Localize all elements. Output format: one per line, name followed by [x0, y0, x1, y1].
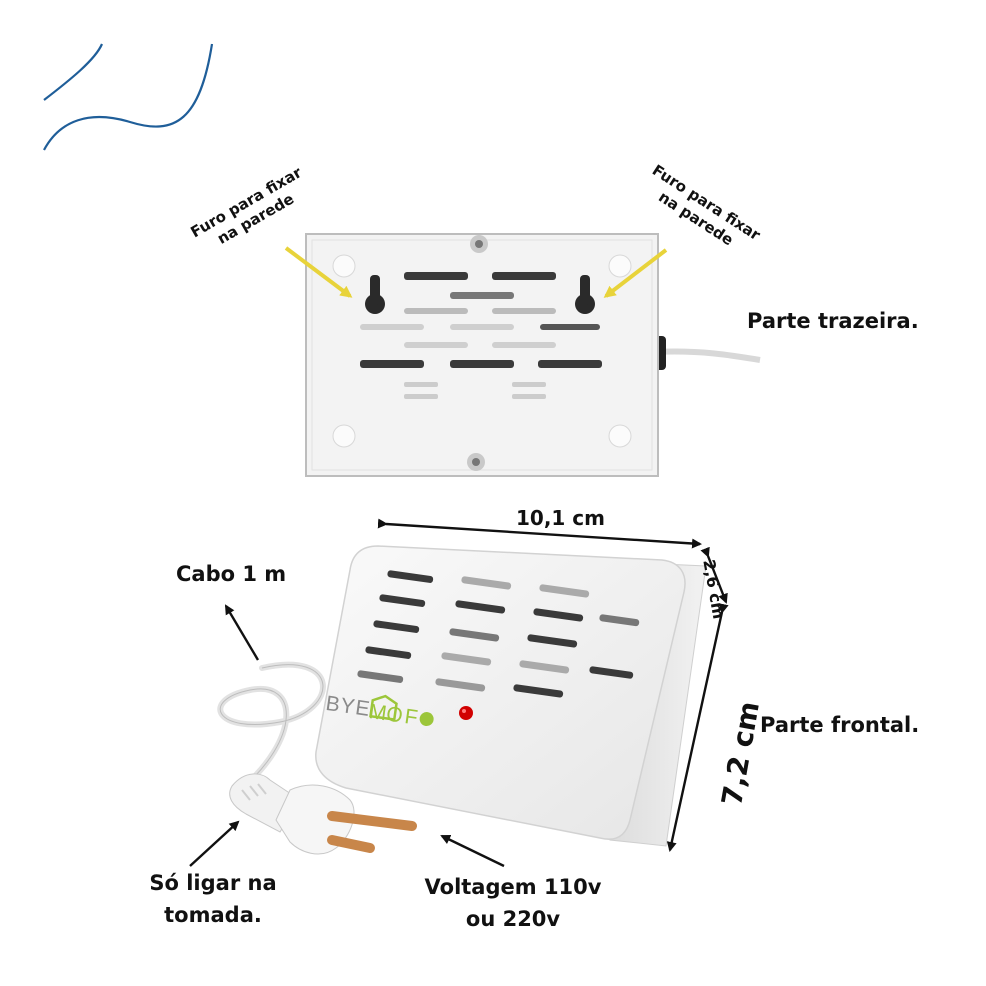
cable-label: Cabo 1 m — [176, 562, 287, 586]
back-caption: Parte trazeira. — [747, 309, 919, 333]
plug-label: Só ligar na tomada. — [128, 870, 298, 929]
plug-label-line2: tomada. — [164, 903, 262, 928]
back-vent-slots — [360, 272, 602, 399]
mounting-hole-left — [365, 275, 385, 314]
front-device — [217, 545, 707, 855]
front-vent-slots — [357, 570, 640, 698]
cable-pointer-arrow — [224, 604, 260, 661]
pointer-arrow-left — [284, 246, 353, 298]
height-dimension-arrow — [666, 603, 729, 852]
brand-logo: BYE MO F — [324, 692, 434, 730]
plug-pointer-arrow — [189, 820, 240, 867]
voltage-label: Voltagem 110v ou 220v — [398, 874, 628, 933]
power-led — [459, 706, 473, 720]
depth-dimension-arrow — [700, 546, 728, 604]
width-dimension-arrow — [377, 518, 702, 549]
voltage-pointer-arrow — [440, 834, 505, 868]
mounting-hole-right — [575, 275, 595, 314]
voltage-label-line1: Voltagem 110v — [424, 875, 602, 899]
svg-text:MO: MO — [368, 700, 405, 727]
screw-top — [470, 235, 488, 253]
screw-bottom — [467, 453, 485, 471]
voltage-label-line2: ou 220v — [465, 907, 561, 932]
back-panel — [305, 233, 761, 477]
pointer-arrow-right — [603, 248, 668, 298]
power-plug — [229, 773, 417, 855]
decorative-squiggle — [43, 43, 214, 151]
back-plate — [305, 233, 659, 477]
plug-label-line1: Só ligar na — [149, 871, 277, 895]
front-caption: Parte frontal. — [760, 713, 920, 737]
svg-text:F: F — [403, 705, 419, 730]
width-label: 10,1 cm — [516, 506, 606, 530]
